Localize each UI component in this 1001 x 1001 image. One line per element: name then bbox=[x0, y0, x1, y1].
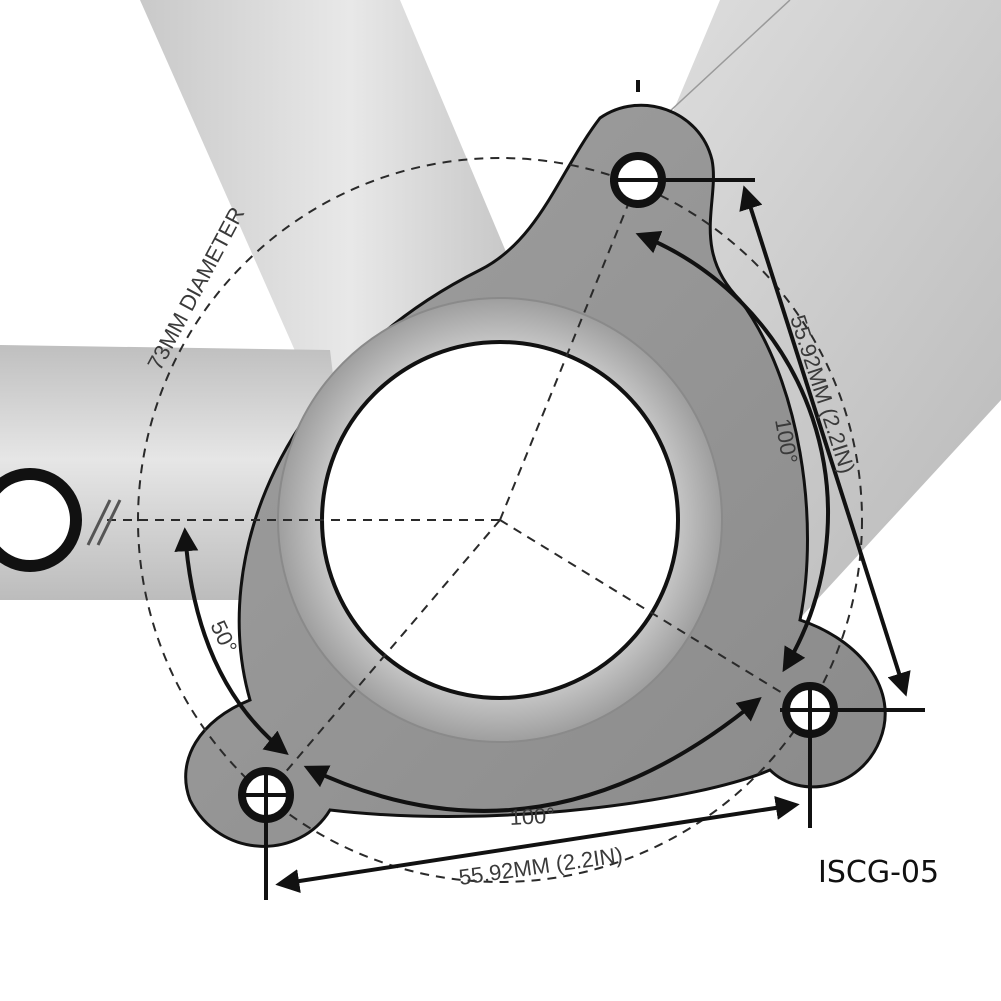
angle-arc-right bbox=[635, 231, 830, 673]
break-symbol bbox=[86, 499, 122, 546]
angle-label-bottom: 100° bbox=[509, 803, 556, 830]
tube-opening bbox=[0, 468, 82, 572]
angle-arc-bottom bbox=[303, 696, 762, 813]
distance-arrow-bottom bbox=[275, 796, 800, 893]
angle-arc-left bbox=[174, 527, 289, 756]
distance-label-bottom: 55.92MM (2.2IN) bbox=[457, 842, 624, 890]
standard-label: ISCG-05 bbox=[818, 855, 939, 890]
mount-hole-top bbox=[610, 80, 755, 208]
